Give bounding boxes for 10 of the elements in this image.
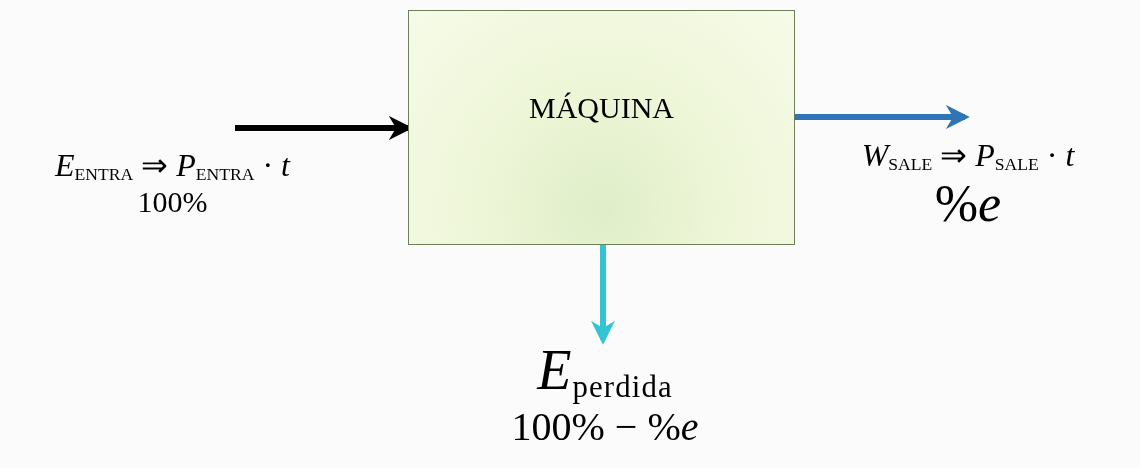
arrow: [591, 245, 615, 345]
percentage-label: 100%: [137, 184, 208, 218]
box-label: MÁQUINA: [529, 91, 674, 124]
formula-label: W$_{SALE}$ ⇒ P$_{SALE}$ · t: [861, 138, 1075, 175]
formula-label: 100% − %e: [511, 404, 699, 449]
process-box: [408, 10, 795, 245]
arrow: [795, 105, 970, 129]
formula-label: E$_{ENTRA}$ ⇒ P$_{ENTRA}$ · t: [55, 148, 290, 185]
formula-label: E$_{perdida}$: [537, 340, 673, 405]
efficiency-label: %e: [934, 174, 1002, 232]
